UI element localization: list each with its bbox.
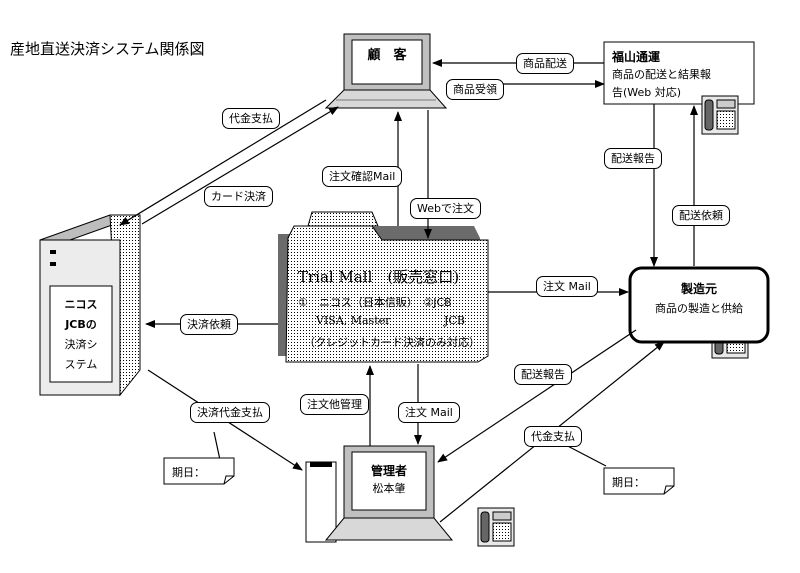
maker-name: 製造元 xyxy=(680,282,717,296)
admin-computer-icon xyxy=(305,445,454,543)
label-shohin-juryo: 商品受領 xyxy=(446,79,504,100)
label-shohin-haiso: 商品配送 xyxy=(516,53,574,74)
fukuyama-desc-line2: 告(Web 対応) xyxy=(612,86,682,99)
telephone-icon xyxy=(701,95,739,135)
customer-label: 顧 客 xyxy=(367,48,407,63)
admin-role: 管理者 xyxy=(370,464,407,478)
label-kessai-irai: 決済依頼 xyxy=(180,314,238,335)
fukuyama-name: 福山通運 xyxy=(612,50,661,64)
trial-mall-line2-right: JCB xyxy=(444,314,465,327)
label-haiso-irai: 配送依頼 xyxy=(672,205,730,226)
nicos-line1: ニコス xyxy=(64,298,98,311)
trial-mall-title: Trial Mall (販売窓口) xyxy=(298,268,460,286)
label-daikin-shiharai-top: 代金支払 xyxy=(222,108,280,129)
nicos-line4: ステム xyxy=(64,358,98,371)
fukuyama-box xyxy=(603,41,755,105)
telephone-icon xyxy=(477,507,515,547)
label-chumon-ta-kanri: 注文他管理 xyxy=(300,394,369,415)
label-daikin-shiharai-bottom: 代金支払 xyxy=(524,426,582,447)
server-icon xyxy=(39,214,141,397)
kijitsu-right: 期日： xyxy=(612,476,645,489)
trial-mall-line1: ① ニコス（日本信販） ②JCB xyxy=(298,296,452,309)
nicos-line2: JCBの xyxy=(65,318,97,331)
customer-laptop-icon xyxy=(324,33,448,109)
date-note-right xyxy=(603,467,675,495)
kijitsu-left: 期日： xyxy=(172,466,205,479)
page-title: 産地直送決済システム関係図 xyxy=(10,40,205,58)
label-card-kessai: カード決済 xyxy=(204,186,273,207)
admin-name: 松本肇 xyxy=(372,482,406,495)
label-chumon-kakunin-mail: 注文確認Mail xyxy=(322,166,403,187)
label-kessai-daikin-shiharai: 決済代金支払 xyxy=(190,402,270,423)
date-note-left xyxy=(163,457,235,485)
maker-box xyxy=(628,266,770,344)
trial-mall-line3: （クレジットカード決済のみ対応） xyxy=(304,336,480,349)
folder-icon xyxy=(278,211,489,363)
label-haiso-hokoku-top: 配送報告 xyxy=(604,148,662,169)
nicos-line3: 決済シ xyxy=(64,338,98,351)
label-chumon-mail-bottom: 注文 Mail xyxy=(398,402,460,423)
label-chumon-mail-right: 注文 Mail xyxy=(536,276,598,297)
label-haiso-hokoku-bottom: 配送報告 xyxy=(514,364,572,385)
fukuyama-desc-line1: 商品の配送と結果報 xyxy=(612,68,711,81)
label-web-chumon: Webで注文 xyxy=(410,198,481,219)
maker-desc: 商品の製造と供給 xyxy=(655,302,743,315)
trial-mall-line2-left: VISA, Master xyxy=(316,314,391,327)
